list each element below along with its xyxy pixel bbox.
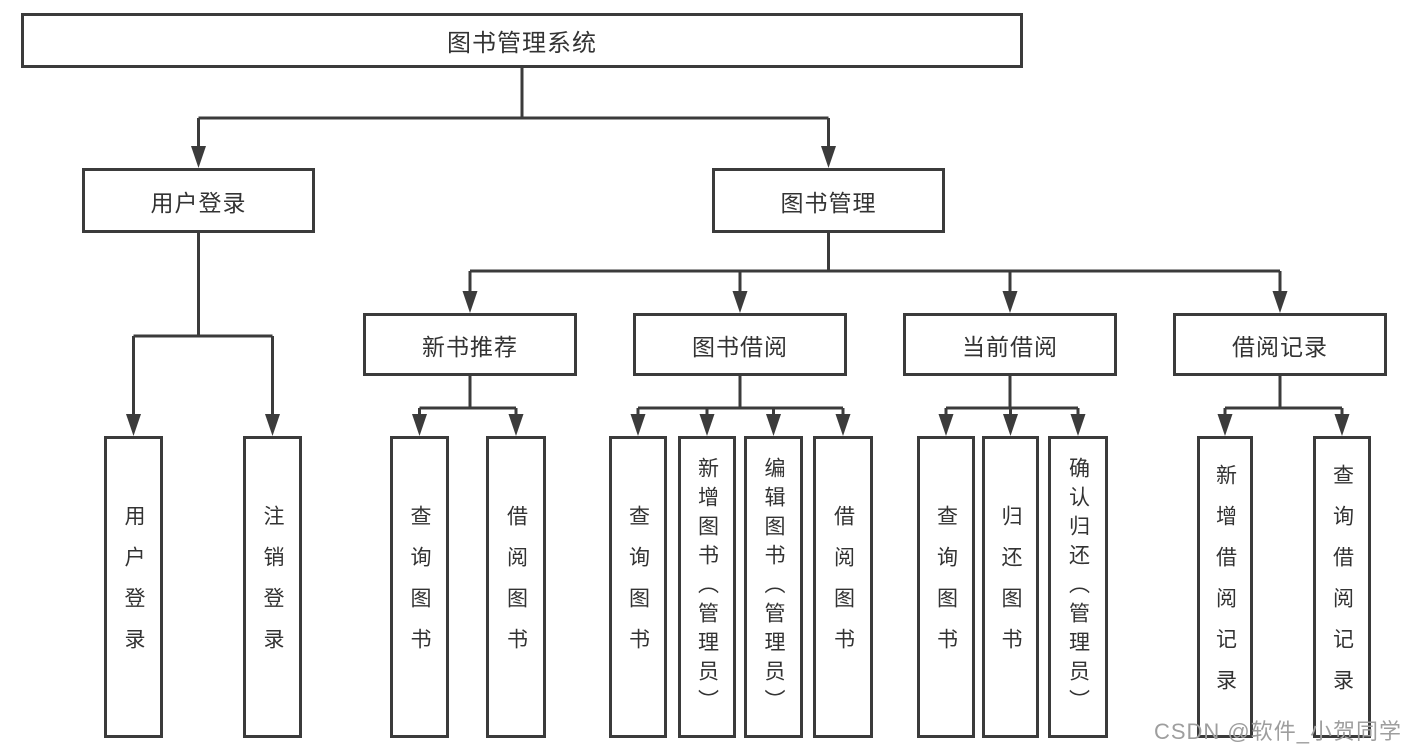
node-label: 图书借阅 xyxy=(692,333,788,360)
leaf-label: 查询图书 xyxy=(626,505,650,669)
leaf-user-login: 用户登录 xyxy=(104,436,163,738)
leaf-label: 注销登录 xyxy=(261,505,284,669)
leaf-add-book-admin: 新增图书（管理员） xyxy=(678,436,736,738)
node-label: 当前借阅 xyxy=(962,333,1058,360)
leaf-query-books-current: 查询图书 xyxy=(917,436,975,738)
node-label: 图书管理系统 xyxy=(447,30,597,57)
node-user-login: 用户登录 xyxy=(82,168,315,233)
node-label: 图书管理 xyxy=(780,189,877,216)
node-label: 新书推荐 xyxy=(422,333,518,360)
leaf-edit-book-admin: 编辑图书（管理员） xyxy=(744,436,803,738)
node-current-borrowing: 当前借阅 xyxy=(903,313,1117,376)
leaf-label: 归还图书 xyxy=(999,505,1022,669)
leaf-label: 确认归还（管理员） xyxy=(1066,456,1090,718)
node-borrowing-records: 借阅记录 xyxy=(1173,313,1387,376)
leaf-borrow-books-recommend: 借阅图书 xyxy=(486,436,546,738)
node-label: 用户登录 xyxy=(150,189,247,216)
leaf-borrow-books: 借阅图书 xyxy=(813,436,873,738)
node-book-borrowing: 图书借阅 xyxy=(633,313,847,376)
leaf-label: 新增借阅记录 xyxy=(1213,464,1237,710)
leaf-query-books-borrow: 查询图书 xyxy=(609,436,667,738)
node-new-book-recommendation: 新书推荐 xyxy=(363,313,577,376)
leaf-label: 用户登录 xyxy=(122,505,145,669)
leaf-label: 查询借阅记录 xyxy=(1330,464,1354,710)
node-label: 借阅记录 xyxy=(1232,333,1328,360)
leaf-label: 查询图书 xyxy=(408,505,431,669)
arrowheads xyxy=(126,146,1350,436)
csdn-watermark: CSDN @软件_小贺同学 xyxy=(1153,719,1402,744)
leaf-add-borrow-record: 新增借阅记录 xyxy=(1197,436,1253,738)
leaf-label: 借阅图书 xyxy=(831,505,855,669)
leaf-label: 新增图书（管理员） xyxy=(695,456,719,718)
leaf-label: 编辑图书（管理员） xyxy=(762,456,785,718)
leaf-label: 借阅图书 xyxy=(504,505,528,669)
leaf-logout: 注销登录 xyxy=(243,436,302,738)
leaf-return-book: 归还图书 xyxy=(982,436,1039,738)
leaf-label: 查询图书 xyxy=(934,505,958,669)
node-book-management: 图书管理 xyxy=(712,168,945,233)
leaf-confirm-return-admin: 确认归还（管理员） xyxy=(1048,436,1108,738)
leaf-query-books-recommend: 查询图书 xyxy=(390,436,449,738)
node-library-management-system: 图书管理系统 xyxy=(21,13,1023,68)
leaf-query-borrow-record: 查询借阅记录 xyxy=(1313,436,1371,738)
